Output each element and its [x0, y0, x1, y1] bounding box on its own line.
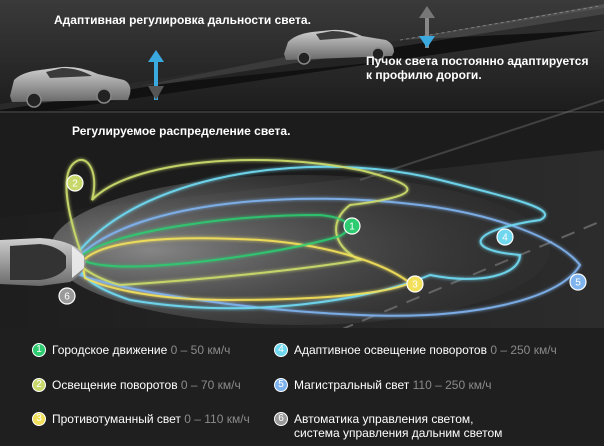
height-arrow-right-icon	[419, 6, 435, 48]
marker-3: 3	[406, 275, 424, 293]
beam-panel-title: Регулируемое распределение света.	[72, 124, 291, 138]
top-panel	[0, 0, 604, 118]
legend-item-2: 2 Освещение поворотов 0 – 70 км/ч	[32, 378, 241, 392]
legend-label: Адаптивное освещение поворотов	[294, 343, 487, 357]
top-panel-note: Пучок света постоянно адаптируется к про…	[366, 54, 589, 82]
legend-item-3: 3 Противотуманный свет 0 – 110 км/ч	[32, 412, 250, 426]
ego-car	[0, 238, 86, 286]
beam-turn-outline	[65, 158, 409, 287]
legend-label: Противотуманный свет	[52, 412, 181, 426]
legend-number-badge: 2	[32, 378, 46, 392]
marker-4: 4	[496, 228, 514, 246]
svg-text:4: 4	[502, 233, 508, 244]
legend-speed-range: 0 – 50 км/ч	[167, 343, 231, 357]
legend-item-4: 4 Адаптивное освещение поворотов 0 – 250 …	[274, 343, 557, 357]
legend-item-6: 6 Автоматика управления светом, система у…	[274, 412, 514, 440]
marker-5: 5	[569, 273, 587, 291]
top-panel-title: Адаптивная регулировка дальности света.	[54, 13, 311, 27]
legend-label: Автоматика управления светом, система уп…	[294, 412, 503, 440]
svg-text:2: 2	[72, 179, 78, 190]
legend-number-badge: 1	[32, 343, 46, 357]
legend-panel-bg	[0, 328, 604, 446]
marker-1: 1	[343, 217, 361, 235]
legend-label: Магистральный свет	[294, 378, 410, 392]
beam-panel: 1 2 3 4 5 6	[0, 99, 604, 331]
markers-layer: 1 2 3 4 5 6	[58, 174, 587, 305]
legend-label: Освещение поворотов	[52, 378, 178, 392]
legend-number-badge: 6	[274, 412, 288, 426]
legend-speed-range: 110 – 250 км/ч	[409, 378, 492, 392]
svg-text:6: 6	[64, 292, 70, 303]
legend-item-5: 5 Магистральный свет 110 – 250 км/ч	[274, 378, 492, 392]
marker-6: 6	[58, 287, 76, 305]
beam-city-outline	[81, 213, 350, 268]
car-left	[10, 66, 131, 108]
height-arrow-left-icon	[148, 50, 164, 100]
legend-item-1: 1 Городское движение 0 – 50 км/ч	[32, 343, 230, 357]
svg-text:1: 1	[349, 222, 355, 233]
marker-2: 2	[66, 174, 84, 192]
beam-highway-outline	[79, 197, 582, 317]
legend-label: Городское движение	[52, 343, 168, 357]
beam-adaptive-outline	[79, 165, 547, 310]
svg-text:5: 5	[575, 278, 581, 289]
legend-speed-range: 0 – 110 км/ч	[180, 412, 250, 426]
legend-number-badge: 3	[32, 412, 46, 426]
legend-speed-range: 0 – 250 км/ч	[486, 343, 557, 357]
legend-speed-range: 0 – 70 км/ч	[177, 378, 241, 392]
legend-number-badge: 4	[274, 343, 288, 357]
legend-number-badge: 5	[274, 378, 288, 392]
svg-text:3: 3	[412, 280, 418, 291]
car-right	[284, 29, 394, 65]
